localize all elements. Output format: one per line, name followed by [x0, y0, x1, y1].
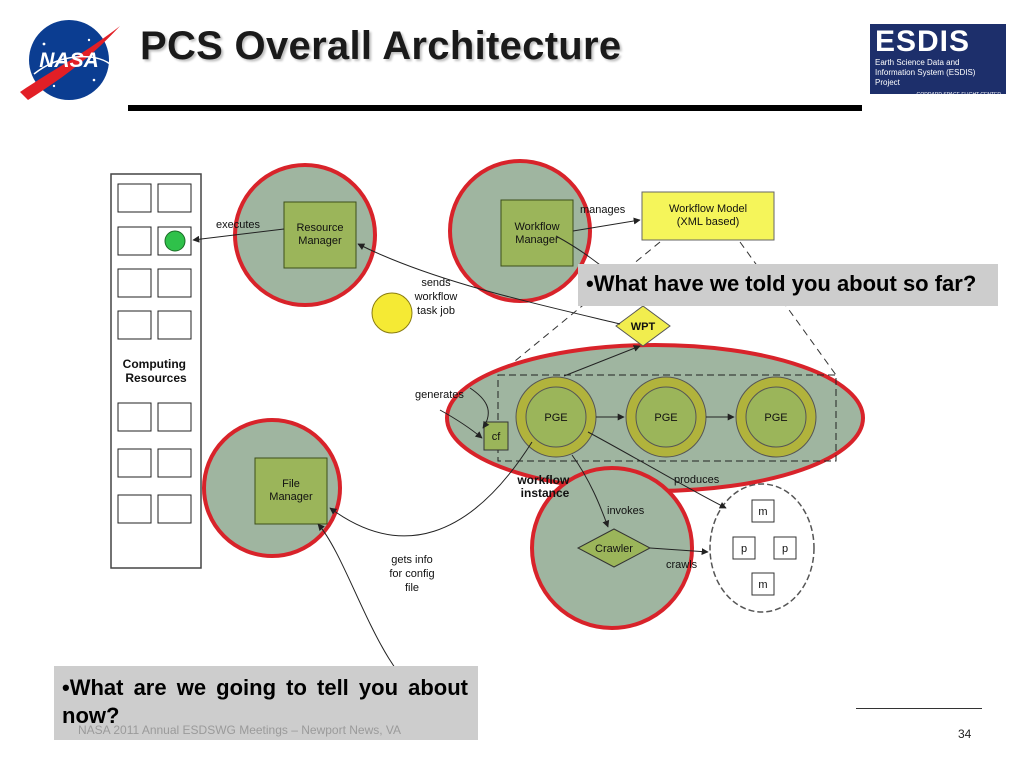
- computing-resources-label-line: Computing: [123, 357, 186, 371]
- task-job-token: [371, 292, 413, 334]
- slide-title: PCS Overall Architecture: [140, 24, 622, 68]
- workflow-model-label-line: (XML based): [677, 216, 740, 228]
- computing-resources-label-line: Resources: [125, 371, 187, 385]
- esdis-center: GODDARD SPACE FLIGHT CENTER: [916, 92, 1001, 98]
- callout-tell-now: •What are we going to tell you about now…: [54, 666, 478, 740]
- workflow-manager-label-line: Manager: [515, 234, 559, 246]
- svg-text:Workflow Model(XML based): Workflow Model(XML based): [669, 203, 747, 228]
- edge-label-executes: executes: [216, 219, 261, 231]
- edge-label-gets-info: gets info: [391, 554, 433, 566]
- workflow-instance-label-line: workflow: [516, 473, 570, 487]
- pge-label-1: PGE: [544, 412, 567, 424]
- edge-label-produces: produces: [674, 474, 720, 486]
- diagram-edges: [192, 217, 735, 701]
- products-cluster: [709, 483, 815, 613]
- product-label-m-bottom: m: [758, 579, 767, 591]
- pge-label-3: PGE: [764, 412, 787, 424]
- esdis-subtitle: Earth Science Data and Information Syste…: [875, 58, 976, 87]
- workflow-instance-label-line: instance: [521, 486, 570, 500]
- workflow-model-label-line: Workflow Model: [669, 203, 747, 215]
- edge-label-manages: manages: [580, 204, 626, 216]
- nasa-logo: NASA: [20, 20, 120, 100]
- cf-label: cf: [492, 431, 502, 443]
- active-node-indicator: [164, 230, 186, 252]
- callout-told-so-far: •What have we told you about so far?: [578, 264, 998, 306]
- crawler-cluster: [530, 466, 694, 630]
- file-manager-label-line: File: [282, 478, 300, 490]
- workflow-instance-label: workflow instance: [516, 473, 572, 500]
- footer-rule: [856, 708, 982, 709]
- edge-label-for-config: for config: [389, 568, 434, 580]
- wpt-node: [615, 305, 671, 347]
- product-label-p-right: p: [782, 543, 788, 555]
- nasa-wordmark: NASA: [39, 49, 99, 72]
- title-underline: [128, 105, 862, 111]
- edge-label-invokes: invokes: [607, 505, 645, 517]
- crawler-label: Crawler: [595, 543, 633, 555]
- workflow-manager-label-line: Workflow: [514, 221, 559, 233]
- resource-manager-label-line: Manager: [298, 235, 342, 247]
- edge-label-task-job: task job: [417, 305, 455, 317]
- edge-label-file: file: [405, 582, 419, 594]
- edge-label-crawls: crawls: [666, 559, 698, 571]
- workflow-model-box: Workflow Model(XML based): [641, 191, 775, 241]
- product-label-p-left: p: [741, 543, 747, 555]
- edge-label-sends: sends: [421, 277, 451, 289]
- esdis-name: ESDIS: [875, 25, 971, 58]
- esdis-logo: ESDIS Earth Science Data and Information…: [870, 24, 1006, 98]
- pge-nodes: [515, 376, 817, 458]
- product-label-m-top: m: [758, 506, 767, 518]
- edge-label-workflow: workflow: [414, 291, 458, 303]
- wpt-label: WPT: [631, 321, 656, 333]
- computing-resources-label: Computing Resources: [123, 357, 190, 385]
- file-manager-label-line: Manager: [269, 491, 313, 503]
- pge-label-2: PGE: [654, 412, 677, 424]
- computing-resources-rack: Computing Resources: [110, 173, 202, 569]
- resource-manager-label-line: Resource: [296, 222, 343, 234]
- footer-text: NASA 2011 Annual ESDSWG Meetings – Newpo…: [78, 723, 402, 737]
- page-number: 34: [958, 727, 972, 741]
- edge-label-generates: generates: [415, 389, 464, 401]
